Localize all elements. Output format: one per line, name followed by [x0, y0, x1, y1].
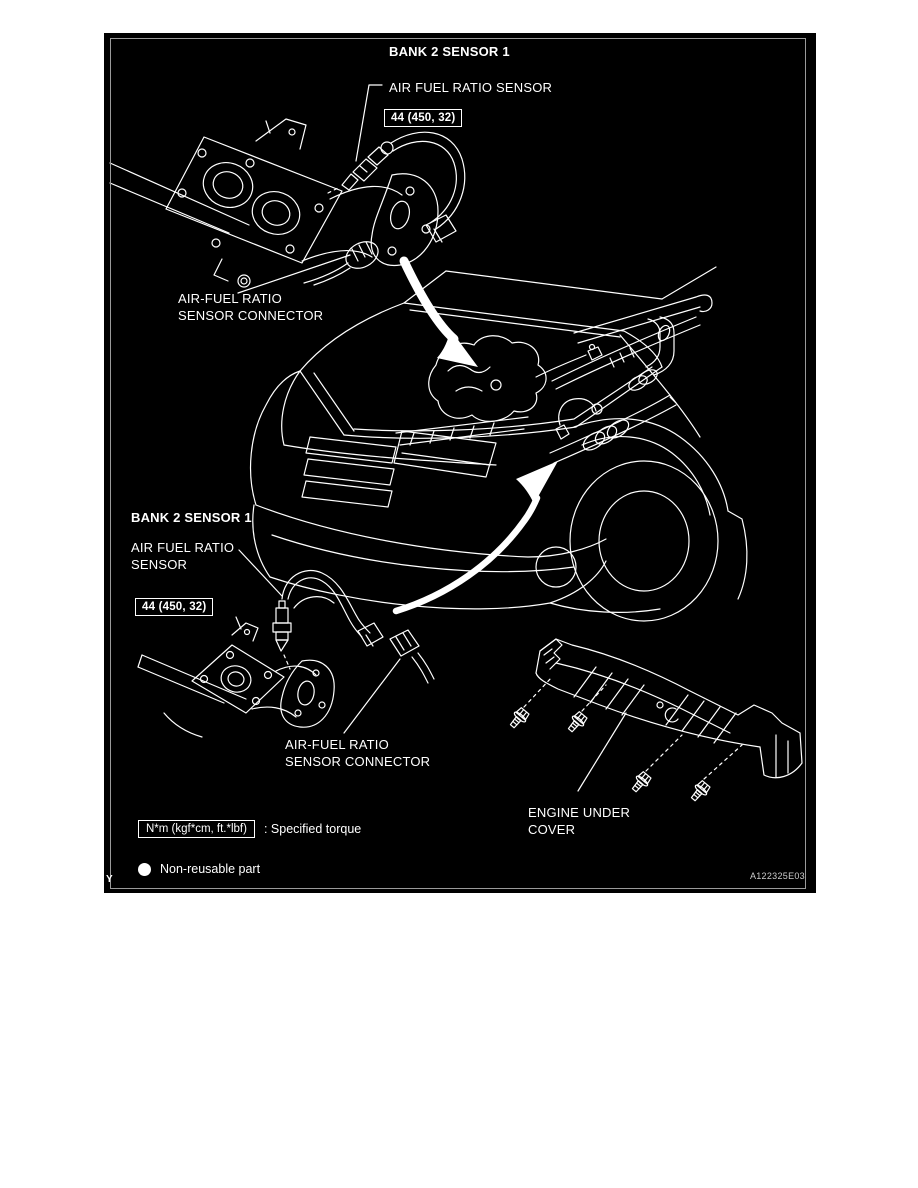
bolt-icon — [687, 778, 713, 805]
bolt-icon — [564, 709, 590, 736]
connector-label-top: AIR-FUEL RATIO SENSOR CONNECTOR — [178, 291, 324, 323]
torque-legend: N*m (kgf*cm, ft.*lbf) : Specified torque — [138, 820, 361, 838]
bolt-icon — [506, 705, 532, 732]
lower-manifold-illustration — [137, 549, 435, 738]
af-sensor-connector-upper — [303, 214, 457, 286]
leader-line — [238, 549, 283, 597]
af-sensor-label-bottom: AIR FUEL RATIO SENSOR — [131, 540, 235, 572]
leader-line — [355, 84, 383, 162]
engine-under-cover-label: ENGINE UNDER COVER — [528, 805, 631, 837]
non-reusable-legend: Non-reusable part — [138, 862, 260, 876]
torque-spec-box-top: 44 (450, 32) — [384, 109, 463, 127]
figure-panel: BANK 2 SENSOR 1 AIR FUEL RATIO SENSOR 44… — [104, 33, 816, 893]
leader-line — [577, 712, 627, 792]
leader-line — [237, 254, 351, 294]
non-reusable-part-icon — [138, 862, 151, 876]
air-fuel-ratio-sensor-lower — [272, 600, 292, 670]
corner-mark: Y — [106, 874, 113, 885]
leader-line — [343, 658, 401, 734]
torque-legend-caption: : Specified torque — [263, 822, 362, 836]
figure-code: A122325E03 — [749, 871, 805, 881]
connector-label-bottom: AIR-FUEL RATIO SENSOR CONNECTOR — [285, 737, 431, 769]
removal-arrow-bottom-icon — [392, 461, 558, 615]
bolt-icon — [628, 769, 654, 796]
torque-unit-box: N*m (kgf*cm, ft.*lbf) — [138, 820, 255, 838]
vehicle-illustration — [249, 266, 748, 622]
figure-title-top: BANK 2 SENSOR 1 — [389, 44, 510, 59]
upper-manifold-illustration — [109, 84, 466, 294]
af-sensor-on-vehicle — [555, 398, 603, 440]
figure-title-bottom: BANK 2 SENSOR 1 — [131, 510, 252, 525]
diagram-line-art — [109, 84, 803, 805]
engine-under-cover-illustration — [506, 638, 803, 805]
removal-arrow-top-icon — [399, 256, 478, 367]
af-sensor-label-top: AIR FUEL RATIO SENSOR — [389, 80, 553, 95]
torque-spec-box-bottom: 44 (450, 32) — [135, 598, 214, 616]
non-reusable-label: Non-reusable part — [160, 862, 261, 876]
af-sensor-connector-lower — [357, 622, 435, 684]
air-fuel-ratio-sensor-upper — [327, 141, 394, 194]
